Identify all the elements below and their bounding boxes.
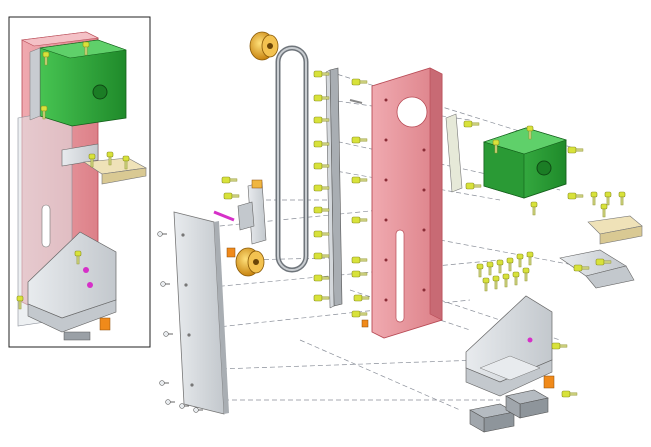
corner-bracket bbox=[465, 295, 578, 398]
belt-clamp bbox=[559, 191, 643, 289]
rail-bolts-right bbox=[349, 78, 370, 328]
motor-mount-plate bbox=[371, 67, 443, 339]
idler-bracket bbox=[213, 176, 267, 245]
idler-pulley bbox=[226, 247, 265, 277]
back-cover-plate bbox=[173, 211, 229, 415]
linear-rail bbox=[325, 67, 343, 309]
slider-blocks bbox=[469, 389, 549, 433]
timing-belt bbox=[275, 45, 309, 273]
inset-belt-clamp bbox=[61, 143, 99, 167]
stepper-motor bbox=[483, 125, 584, 216]
inset-assembled-view bbox=[8, 16, 151, 348]
drive-pulley bbox=[249, 31, 279, 61]
bracket-bolts bbox=[476, 251, 534, 292]
motor-spacer bbox=[445, 113, 482, 193]
magenta-pin bbox=[213, 210, 235, 222]
